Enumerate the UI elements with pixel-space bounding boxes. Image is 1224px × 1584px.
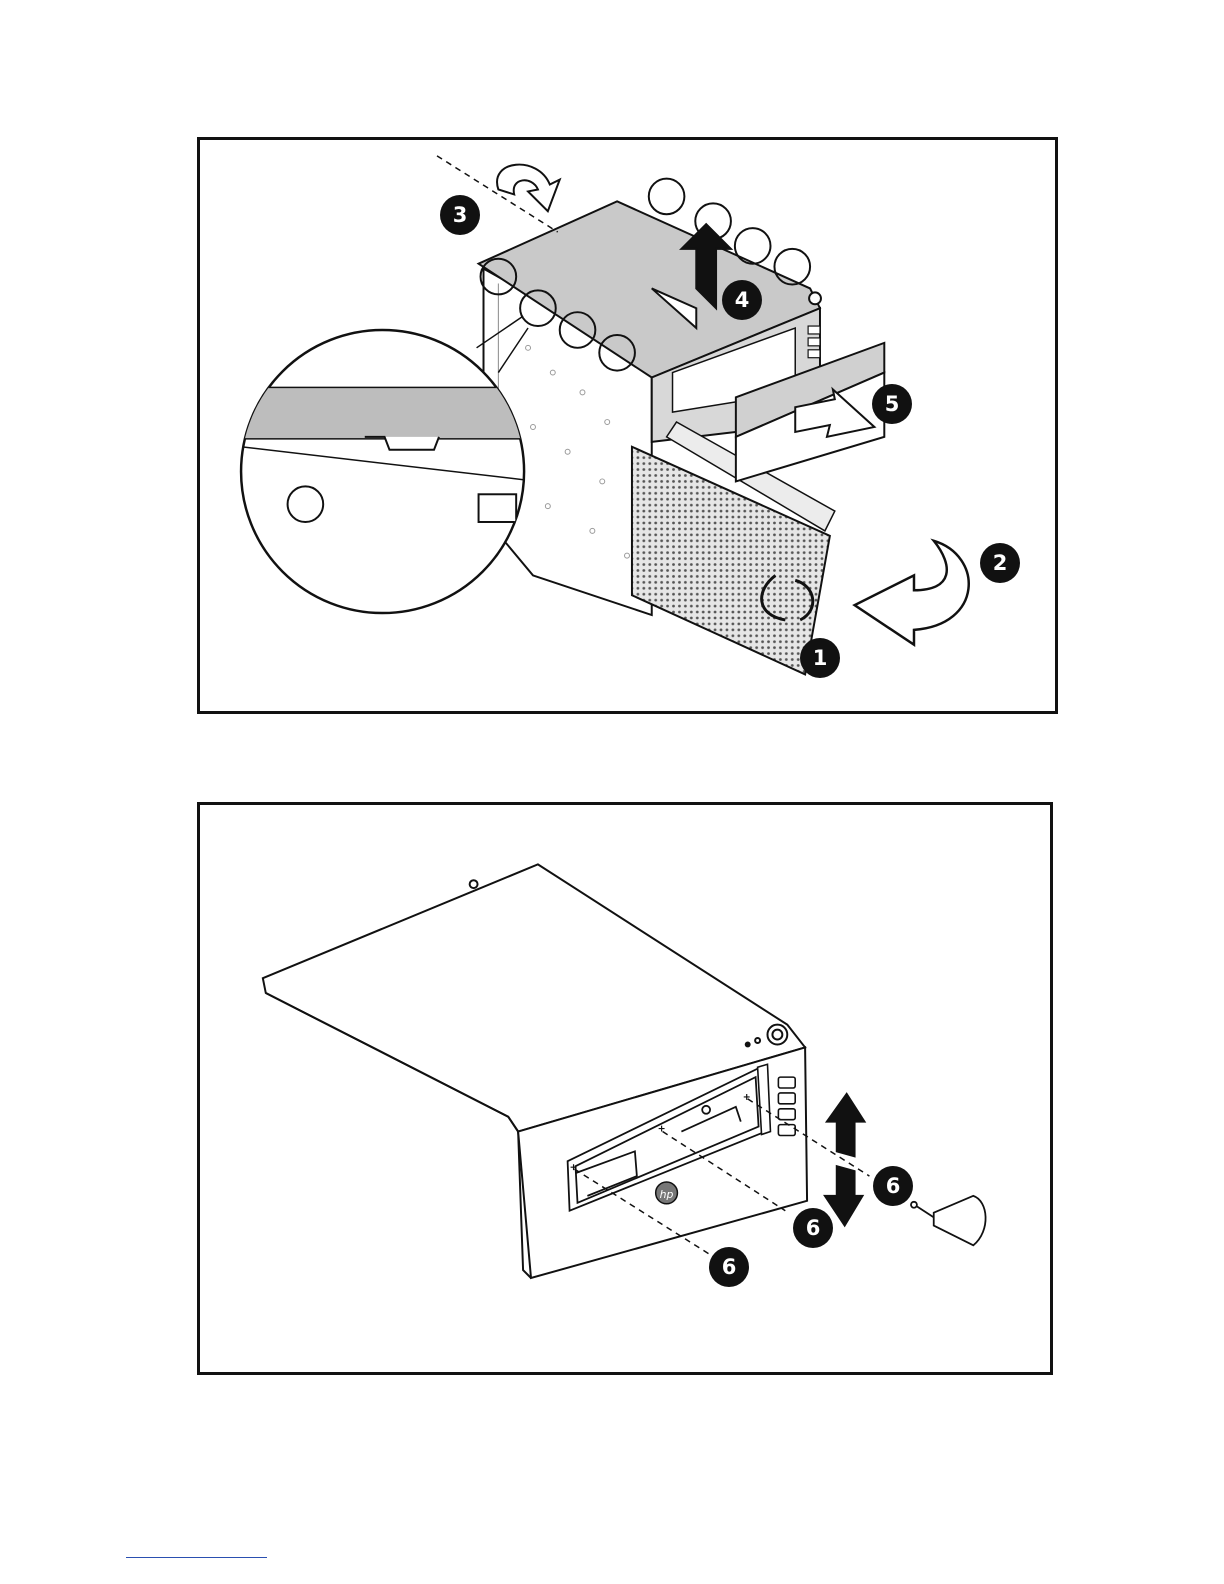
callout-step-5: 5 xyxy=(872,384,912,424)
svg-text:hp: hp xyxy=(660,1188,674,1201)
callout-step-6-front: 6 xyxy=(709,1247,749,1287)
hp-logo-icon: hp xyxy=(656,1182,678,1204)
callout-step-6-middle: 6 xyxy=(793,1208,833,1248)
top-cover-panel xyxy=(263,864,807,1278)
callout-step-3: 3 xyxy=(440,195,480,235)
screwdriver-icon xyxy=(911,1196,986,1245)
callout-step-4: 4 xyxy=(722,280,762,320)
bezel-removal-illustration xyxy=(200,140,1055,711)
callout-step-6-side: 6 xyxy=(873,1166,913,1206)
callout-step-2: 2 xyxy=(980,543,1020,583)
callout-step-1: 1 xyxy=(800,638,840,678)
figure-bezel-removal: 3 4 5 2 1 xyxy=(197,137,1058,714)
down-arrow-icon xyxy=(825,1166,863,1225)
footnote-separator xyxy=(126,1557,267,1558)
cover-screws-illustration: hp xyxy=(200,805,1050,1372)
curved-arrow-icon xyxy=(855,541,969,645)
figure-cover-detail: hp 6 6 6 xyxy=(197,802,1053,1375)
rotate-arrow-icon xyxy=(497,165,560,212)
up-arrow-icon xyxy=(827,1094,865,1156)
